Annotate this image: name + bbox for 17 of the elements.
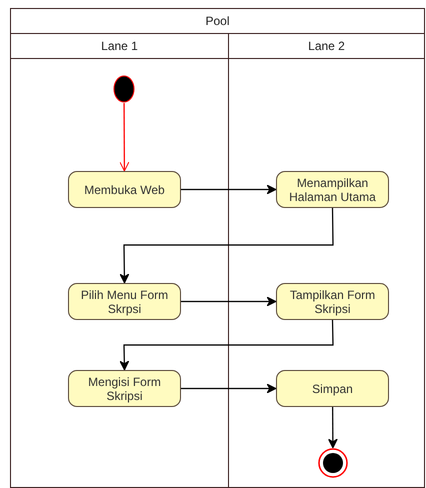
activity-box: Tampilkan Form Skripsi <box>276 283 389 320</box>
arrow <box>181 384 276 394</box>
activity-box: Menampilkan Halaman Utama <box>276 171 389 208</box>
lane-title: Lane 2 <box>229 34 424 59</box>
activity-box: Mengisi Form Skripsi <box>68 370 181 407</box>
arrow <box>181 184 276 194</box>
pool-title: Pool <box>11 9 424 34</box>
activity-box: Membuka Web <box>68 171 181 208</box>
arrow <box>119 320 334 370</box>
lane-title: Lane 1 <box>11 34 228 59</box>
pool-frame <box>10 8 425 488</box>
arrow <box>328 407 338 448</box>
arrow <box>181 296 276 306</box>
activity-box: Pilih Menu Form Skrpsi <box>68 283 181 320</box>
arrow <box>119 208 334 284</box>
activity-box: Simpan <box>276 370 389 407</box>
arrow <box>119 103 130 172</box>
